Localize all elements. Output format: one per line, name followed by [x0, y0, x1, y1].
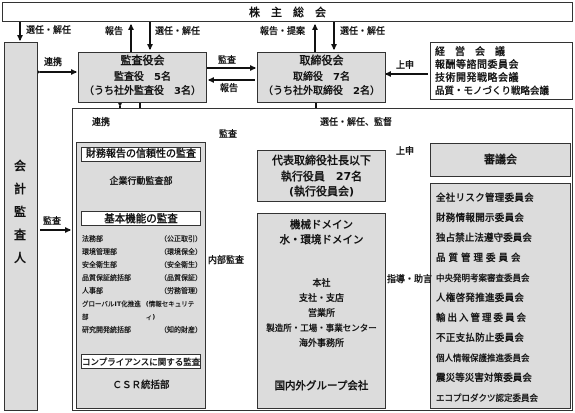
- label-audit-long: 監査: [219, 130, 238, 140]
- dept-name: 人事部: [82, 287, 103, 295]
- dept-scope: (情報セキュリティ): [145, 300, 195, 321]
- board-title: 取締役会: [299, 54, 344, 67]
- label-submit-top: 上申: [396, 61, 415, 71]
- accounting-auditor: 会計監査人: [4, 42, 38, 411]
- committee-item: 個人情報保護推進委員会: [436, 354, 530, 364]
- label-elect-supervise: 選任・解任、監督: [320, 118, 393, 128]
- compliance-audit: コンプライアンスに関する監査: [81, 354, 201, 369]
- committee-item: 不正支払防止委員会: [436, 333, 525, 344]
- domain-line1: 機械ドメイン: [290, 219, 353, 231]
- dept-name: 環境管理部: [82, 248, 117, 256]
- dept-name: 研究開発統括部: [82, 326, 131, 334]
- dept-scope: （安全衛生）: [160, 261, 202, 269]
- basic-function-title: 基本機能の監査: [104, 213, 178, 225]
- dept-scope: （労務管理）: [160, 287, 202, 295]
- label-guidance: 指導・助言: [387, 275, 433, 285]
- group-companies: 国内外グループ会社: [274, 380, 369, 392]
- list-item: 品質保証統括部 （品質保証）: [82, 272, 202, 285]
- label-audit-left: 監査: [43, 217, 62, 227]
- label-report-h: 報告: [220, 84, 239, 94]
- council-item: 報酬等諮問委員会: [435, 60, 519, 71]
- domain-line2: 水・環境ドメイン: [279, 234, 364, 246]
- basic-function-audit: 基本機能の監査: [81, 211, 201, 226]
- list-item: 環境管理部 （環境保全）: [82, 246, 202, 259]
- label-submit-mid: 上申: [396, 147, 415, 157]
- label-internal-audit: 内部監査: [208, 256, 245, 266]
- audit-board: 監査役会 監査役 5名 （うち社外監査役 3名）: [78, 52, 207, 103]
- financial-report-audit: 財務報告の信頼性の監査: [81, 147, 201, 162]
- dept-scope: （公正取引）: [160, 235, 202, 243]
- list-item: 人事部 （労務管理）: [82, 285, 202, 298]
- shareholders-label: 株 主 総 会: [249, 6, 326, 19]
- council-item: 技術開発戦略会議: [435, 73, 519, 84]
- list-item: 研究開発統括部 （知的財産）: [82, 324, 202, 337]
- committee-item: 震災等災害対策委員会: [436, 373, 533, 384]
- dept-name: 品質保証統括部: [82, 274, 131, 282]
- dept-name: グローバルIT化推進部: [82, 300, 141, 321]
- ceo-line3: (執行役員会): [288, 185, 355, 198]
- label-report-top: 報告: [105, 27, 124, 37]
- financial-report-dept: 企業行動監査部: [109, 177, 173, 187]
- label-audit-h: 監査: [218, 56, 237, 66]
- board-of-directors: 取締役会 取締役 7名 （うち社外取締役 2名）: [257, 52, 386, 103]
- board-line2: （うち社外取締役 2名）: [263, 86, 380, 97]
- business-domains: 機械ドメイン 水・環境ドメイン 本社 支社・支店 営業所 製造所・工場・事業セン…: [257, 213, 386, 409]
- dept-scope: （環境保全）: [160, 248, 202, 256]
- audit-board-line1: 監査役 5名: [114, 72, 171, 83]
- committee-item: 中央発明考案審査委員会: [436, 274, 530, 284]
- committee-item: 財務情報開示委員会: [436, 213, 525, 224]
- shareholders-meeting: 株 主 総 会: [2, 2, 573, 22]
- label-report-propose: 報告・提案: [260, 27, 306, 37]
- site-item: 海外事務所: [298, 339, 344, 349]
- compliance-dept: ＣＳＲ統括部: [112, 380, 170, 391]
- auditor-label: 会計監査人: [14, 159, 27, 265]
- dept-name: 法務部: [82, 235, 103, 243]
- label-elect-left: 選任・解任: [26, 26, 72, 36]
- committee-item: 全社リスク管理委員会: [436, 193, 535, 204]
- label-elect-mid: 選任・解任: [155, 27, 201, 37]
- list-item: 安全衛生部 （安全衛生）: [82, 259, 202, 272]
- label-elect-right: 選任・解任: [340, 27, 386, 37]
- site-item: 営業所: [307, 309, 335, 319]
- committee-item: エコプロダクツ認定委員会: [436, 394, 539, 404]
- site-item: 本社: [312, 279, 331, 289]
- dept-scope: （知的財産）: [160, 326, 202, 334]
- ceo-line2: 執行役員 27名: [280, 170, 363, 183]
- list-item: 法務部 （公正取引）: [82, 233, 202, 246]
- compliance-title: コンプライアンスに関する監査: [82, 358, 201, 368]
- deliberation-council: 審議会: [430, 143, 571, 177]
- committee-item: 独占禁止法遵守委員会: [436, 233, 533, 244]
- dept-name: 安全衛生部: [82, 261, 117, 269]
- committee-item: 品質管理委員会: [436, 253, 524, 264]
- council-item: 品質・モノづくり戦略会議: [435, 86, 550, 97]
- committee-item: 輸出入管理委員会: [436, 313, 529, 324]
- ceo-line1: 代表取締役社長以下: [272, 154, 371, 167]
- label-cooperate-inner: 連携: [92, 118, 111, 128]
- site-item: 製造所・工場・事業センター: [266, 324, 377, 334]
- dept-scope: （品質保証）: [160, 274, 202, 282]
- committee-item: 人権啓発推進委員会: [436, 293, 525, 304]
- basic-function-list: 法務部 （公正取引） 環境管理部 （環境保全） 安全衛生部 （安全衛生） 品質保証統括…: [82, 233, 202, 337]
- committees: 全社リスク管理委員会 財務情報開示委員会 独占禁止法遵守委員会 品質管理委員会 …: [430, 183, 571, 409]
- council-item: 経 営 会 議: [435, 47, 505, 58]
- label-cooperate: 連携: [44, 58, 63, 68]
- site-item: 支社・支店: [298, 294, 344, 304]
- audit-board-line2: （うち社外監査役 3名）: [84, 86, 201, 97]
- board-line1: 取締役 7名: [293, 72, 350, 83]
- management-councils: 経 営 会 議 報酬等諮問委員会 技術開発戦略会議 品質・モノづくり戦略会議: [430, 42, 573, 100]
- audit-board-title: 監査役会: [120, 54, 165, 67]
- council-box-label: 審議会: [484, 153, 517, 166]
- executive-officers: 代表取締役社長以下 執行役員 27名 (執行役員会): [257, 150, 386, 202]
- list-item: グローバルIT化推進部(情報セキュリティ): [82, 298, 202, 324]
- financial-report-title: 財務報告の信頼性の監査: [86, 149, 196, 160]
